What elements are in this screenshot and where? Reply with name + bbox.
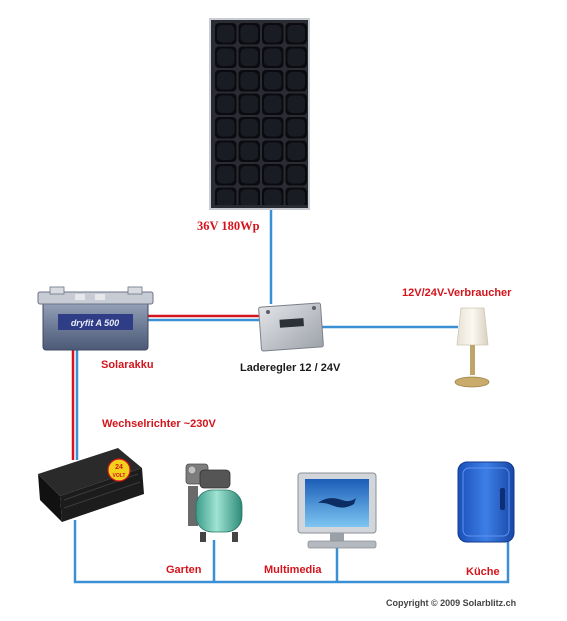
inverter-badge-top: 24 — [115, 464, 123, 471]
garden-pump — [185, 463, 243, 542]
solar-panel — [209, 18, 310, 210]
consumer-label-garden: Garten — [166, 564, 202, 576]
dc-load-label: 12V/24V-Verbraucher — [402, 287, 512, 299]
consumer-label-kitchen: Küche — [466, 566, 500, 578]
battery-brand-text: dryfit A 500 — [71, 318, 119, 328]
inverter: 24 VOLT — [38, 448, 144, 522]
controller-label: Laderegler 12 / 24V — [240, 362, 341, 374]
inverter-badge-icon — [107, 458, 131, 482]
panel-label: 36V 180Wp — [197, 219, 260, 233]
multimedia-tv — [297, 472, 377, 549]
copyright-text: Copyright © 2009 Solarblitz.ch — [386, 598, 517, 608]
ac-distribution-wire — [73, 520, 510, 584]
inverter-badge-bottom: VOLT — [113, 473, 126, 479]
kitchen-fridge — [457, 461, 515, 543]
wiring — [71, 210, 510, 584]
battery: dryfit A 500 — [37, 286, 154, 351]
battery-label: Solarakku — [101, 359, 154, 371]
inverter-label: Wechselrichter ~230V — [102, 418, 216, 430]
charge-controller — [258, 302, 324, 352]
consumer-label-multimedia: Multimedia — [264, 564, 322, 576]
dc-load-lamp — [454, 307, 490, 388]
